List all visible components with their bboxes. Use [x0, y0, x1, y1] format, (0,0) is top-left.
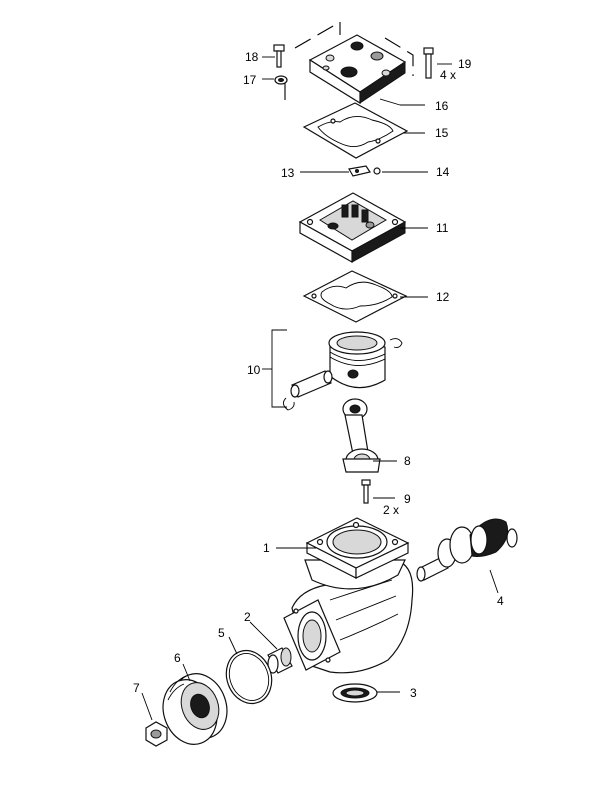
part-5-o-ring — [225, 649, 273, 705]
part-9-bolt — [361, 479, 371, 504]
part-4-crankshaft — [416, 518, 518, 582]
part-15-gasket — [302, 102, 409, 159]
part-8-connecting-rod — [342, 398, 381, 473]
part-6-end-cover — [162, 673, 228, 745]
part-10-piston-pin — [290, 370, 333, 398]
part-1-crankcase — [283, 517, 414, 674]
callout-16: 16 — [435, 99, 449, 113]
part-19-bolt — [423, 47, 434, 79]
callout-19-qty: 4 x — [440, 68, 456, 82]
part-14-pin — [373, 167, 381, 175]
callout-15: 15 — [435, 126, 449, 140]
callout-8: 8 — [404, 454, 411, 468]
part-10-circlip-top — [389, 338, 403, 348]
callout-9: 9 — [404, 492, 411, 506]
part-10-circlip-bottom — [283, 397, 295, 411]
part-12-gasket — [302, 270, 408, 323]
part-3-shaft-seal — [332, 683, 378, 703]
bracket-16-left — [294, 21, 341, 49]
callout-2: 2 — [244, 610, 251, 624]
callout-5: 5 — [218, 626, 225, 640]
callout-11: 11 — [436, 221, 449, 235]
callout-labels: 18 17 19 4 x 16 15 13 14 11 12 10 8 9 2 … — [133, 50, 504, 700]
leader-lines — [141, 56, 499, 721]
callout-10: 10 — [247, 363, 261, 377]
bracket-16-right — [384, 37, 414, 76]
callout-18: 18 — [245, 50, 259, 64]
part-16-head-cover — [308, 34, 407, 105]
part-7-nut — [145, 721, 168, 747]
callout-12: 12 — [436, 290, 450, 304]
part-18-bolt — [273, 44, 285, 68]
callout-14: 14 — [436, 165, 450, 179]
callout-7: 7 — [133, 681, 140, 695]
part-11-valve-plate — [298, 192, 407, 264]
callout-1: 1 — [263, 541, 270, 555]
callout-13: 13 — [281, 166, 295, 180]
callout-6: 6 — [174, 651, 181, 665]
part-10-piston — [328, 331, 386, 389]
callout-9-qty: 2 x — [383, 503, 399, 517]
callout-17: 17 — [243, 73, 257, 87]
part-13-valve-reed — [348, 165, 371, 177]
callout-3: 3 — [410, 686, 417, 700]
part-2-bushing — [267, 647, 293, 674]
callout-4: 4 — [497, 594, 504, 608]
callout-19: 19 — [458, 57, 472, 71]
bracket-10 — [271, 329, 287, 408]
